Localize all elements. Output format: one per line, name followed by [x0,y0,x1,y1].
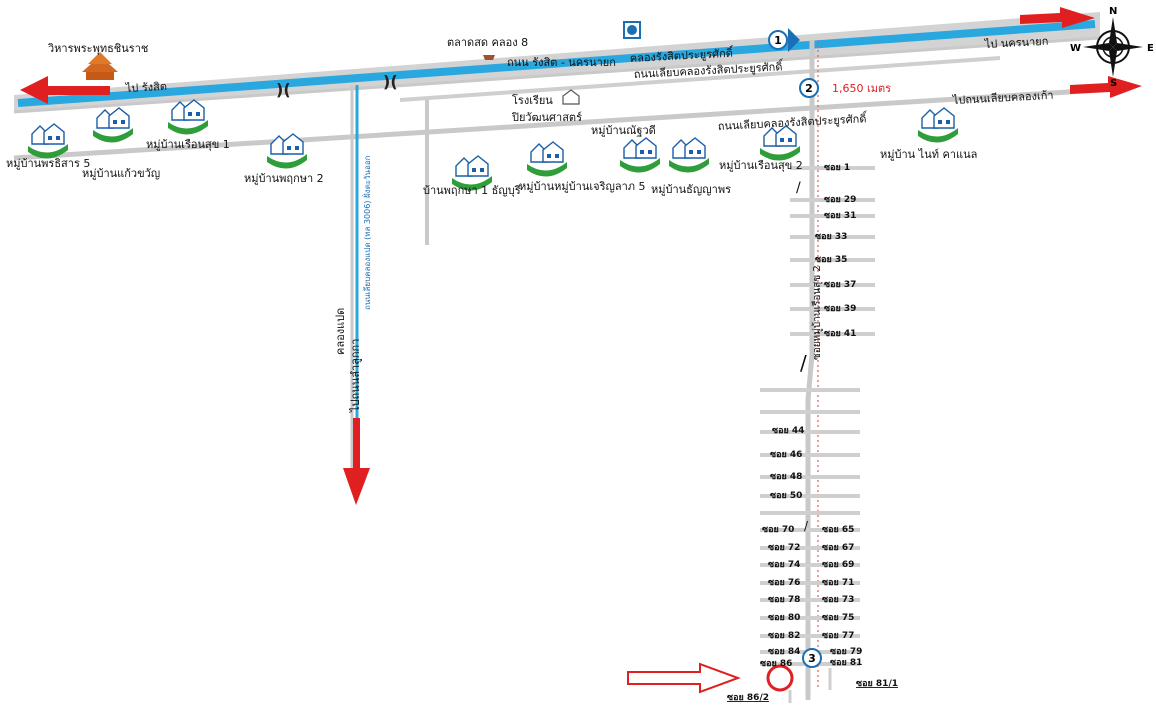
svg-text:2: 2 [805,82,813,95]
soi-label: ซอย 86 [760,659,792,669]
soi-86-2-label: ซอย 86/2 [727,693,769,703]
soi-label: ซอย 44 [772,426,804,436]
bridge-icon: )( [276,80,291,99]
distance-label: 1,650 เมตร [832,82,891,95]
soi-label: ซอย 50 [770,491,802,501]
house-icon [27,123,69,160]
village-label: หมู่บ้านพฤกษา 2 [244,172,324,185]
soi-label: ซอย 84 [768,647,800,657]
marker-3: 3 [802,648,822,668]
soi-ruen-suk-2-label: ซอยหมู่บ้านเรือนสุข 2 [811,265,823,360]
bridge-icon: )( [383,72,398,91]
soi-label: ซอย 80 [768,613,800,623]
village-label: บ้านพฤกษา 1 ธัญบุรี [423,184,521,197]
upper-soi-lines [790,166,875,336]
house-icon [92,107,134,144]
soi-label: ซอย 82 [768,631,800,641]
arrow-to-nakhon-nayok [1020,7,1095,28]
soi-label: ซอย 69 [822,560,854,570]
soi-label: ซอย 48 [770,472,802,482]
soi-label: ซอย 76 [768,578,800,588]
temple-label: วิหารพระพุทธชินราช [47,42,148,55]
soi-label: ซอย 72 [768,543,800,553]
house-icon [167,99,209,136]
to-lam-luk-ka-label: ไปถนนลำลูกกา [349,339,362,413]
house-icon [668,137,710,174]
village-label: หมู่บ้านพรธิสาร 5 [6,157,90,170]
break-mark: / [804,519,809,533]
soi-label: ซอย 33 [815,232,847,242]
main-road-label: ถนน รังสิต - นครนายก [507,56,616,69]
to-nakhon-nayok-label: ไป นครนายก [983,35,1048,51]
lower-soi-lines [760,388,860,666]
to-rangsit-label: ไป รังสิต [124,80,167,95]
house-icon [759,125,801,162]
soi-label: ซอย 46 [770,450,802,460]
soi-label: ซอย 77 [822,631,854,641]
house-icon [917,107,959,144]
soi-label: ซอย 73 [822,595,854,605]
soi-label: ซอย 37 [824,280,856,290]
canal-side-road [13,36,1101,114]
compass-w: W [1070,43,1081,54]
khlong-paet-road-label: ถนนเลียบคลองแปด (ทล 3006) ฝั่งตะวันออก [361,155,372,310]
village-label: หมู่บ้านหมู่บ้านเจริญลาภ 5 [519,180,646,193]
soi-label: ซอย 70 [762,525,794,535]
soi-label: ซอย 65 [822,525,854,535]
soi-label: ซอย 41 [824,329,856,339]
temple-icon [82,52,118,80]
canal-line [17,20,1096,107]
sign-icon [623,21,641,39]
house-icon [619,137,661,174]
soi-label: ซอย 74 [768,560,800,570]
arrow-to-khlong-kao [1070,76,1142,98]
destination-circle[interactable] [766,664,794,692]
village-label: หมู่บ้านเรือนสุข 2 [719,159,803,172]
marker-1: 1 [768,28,800,52]
market-label: ตลาดสด คลอง 8 [447,36,528,49]
compass-e: E [1147,43,1154,54]
soi-label: ซอย 75 [822,613,854,623]
village-label: หมู่บ้าน ไนท์ คาแนล [880,148,977,161]
break-mark: / [800,351,807,375]
soi-label: ซอย 71 [822,578,854,588]
arrow-to-destination[interactable] [627,662,741,694]
compass-icon [1083,17,1143,77]
svg-text:3: 3 [808,652,816,665]
soi-label: ซอย 78 [768,595,800,605]
market-icon [483,55,495,60]
compass-s: S [1110,78,1117,89]
soi-label: ซอย 81 [830,658,862,668]
soi-label: ซอย 35 [815,255,847,265]
house-icon [526,141,568,178]
khlong-paet-label: คลองแปด [334,308,347,355]
svg-text:1: 1 [774,34,782,47]
marker-2: 2 [799,78,819,98]
side-road-middle [399,56,1001,102]
break-mark: / [796,180,801,196]
soi-label: ซอย 39 [824,304,856,314]
school-label-line1: โรงเรียน [512,93,553,107]
village-label: หมู่บ้านแก้วขวัญ [82,167,160,180]
village-label: หมู่บ้านเรือนสุข 1 [146,138,230,151]
village-label: หมู่บ้านธัญญาพร [651,183,731,196]
soi-label: ซอย 79 [830,647,862,657]
school-icon [562,89,580,105]
soi-label: ซอย 31 [824,211,856,221]
arrow-to-rangsit [20,76,110,104]
school-label-line2: ปิยวัฒนศาสตร์ [511,111,582,124]
to-khlong-kao-label: ไปถนนเลียบคลองเก้า [951,89,1053,107]
side-road-lower [13,87,1101,161]
soi-label: ซอย 67 [822,543,854,553]
arrow-to-lam-luk-ka [343,418,370,505]
soi-label: ซอย 1 [824,163,850,173]
soi-81-1-label: ซอย 81/1 [856,679,898,689]
compass-n: N [1109,6,1117,17]
soi-label: ซอย 29 [824,195,856,205]
village-label: หมู่บ้านณัฐวดี [591,124,656,137]
